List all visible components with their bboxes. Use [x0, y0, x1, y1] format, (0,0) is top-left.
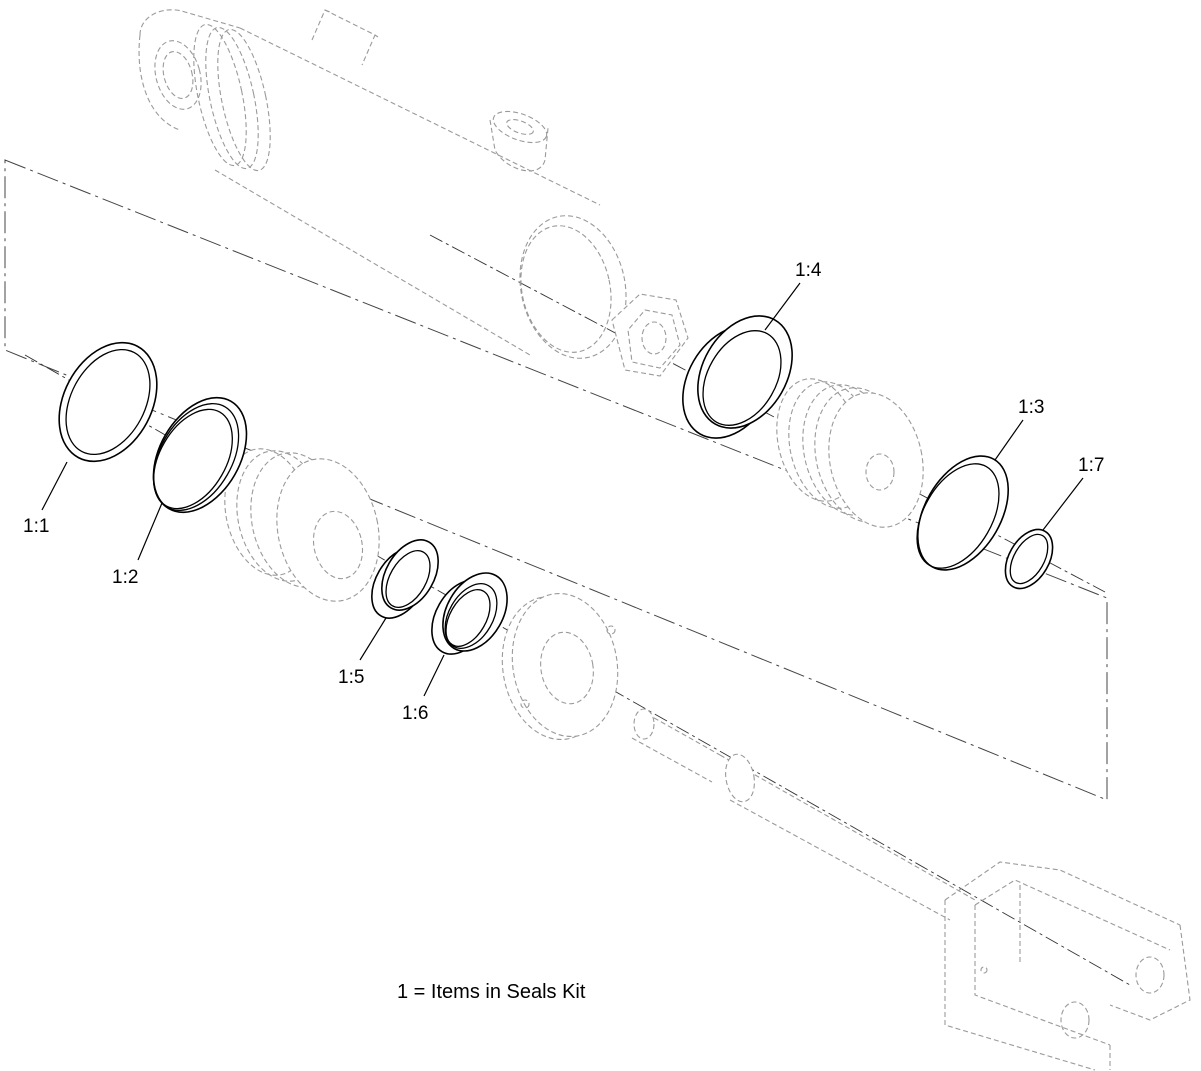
seal-1-1-ring[interactable] — [40, 326, 177, 479]
callout-1-1: 1:1 — [23, 516, 49, 537]
seal-1-2-ring[interactable] — [134, 381, 265, 528]
seal-1-5-bushing[interactable] — [360, 530, 450, 628]
hex-nut-ghost — [611, 293, 689, 377]
piston-rod-ghost — [631, 708, 1191, 1071]
gland-ghost-lower — [224, 448, 380, 602]
leader-1-1 — [41, 461, 68, 511]
leader-1-4 — [764, 282, 801, 331]
callout-1-5: 1:5 — [338, 667, 364, 688]
piston-ghost-upper — [776, 378, 924, 528]
leader-1-5 — [359, 617, 387, 661]
upper-centerline — [429, 234, 1106, 593]
flange-ghost — [501, 592, 619, 741]
leader-1-6 — [423, 654, 445, 697]
leader-1-3 — [994, 419, 1024, 461]
callout-1-3: 1:3 — [1018, 397, 1044, 418]
callout-1-2: 1:2 — [112, 567, 138, 588]
leader-1-2 — [137, 502, 163, 561]
callout-1-7: 1:7 — [1078, 455, 1104, 476]
leader-1-7 — [1042, 477, 1084, 531]
seal-1-7-oring[interactable] — [996, 521, 1063, 596]
seal-1-4-band[interactable] — [664, 299, 812, 455]
cylinder-barrel-ghost — [138, 9, 627, 359]
callout-1-6: 1:6 — [402, 703, 428, 724]
seals-kit-boundary — [4, 159, 1108, 801]
callout-1-4: 1:4 — [795, 260, 822, 281]
seals-kit-note: 1 = Items in Seals Kit — [397, 981, 586, 1003]
seal-1-3-ring[interactable] — [899, 440, 1027, 585]
seal-1-6-rodseal[interactable] — [419, 562, 520, 665]
